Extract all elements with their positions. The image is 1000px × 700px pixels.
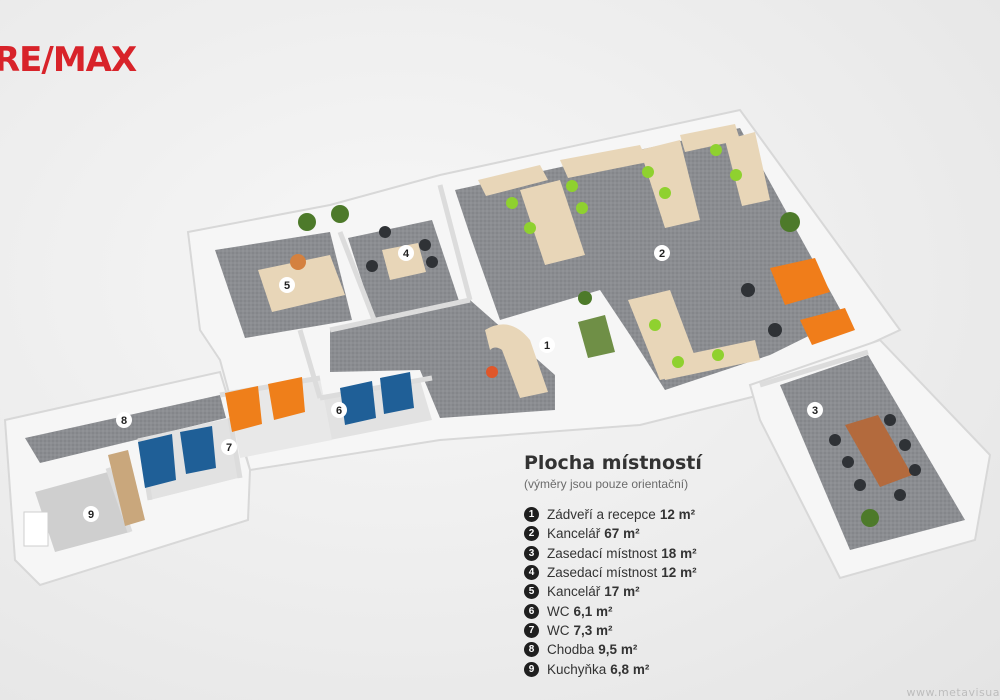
room-8-floor xyxy=(25,395,226,463)
legend-subtitle: (výměry jsou pouze orientační) xyxy=(524,477,689,491)
room-area: 9,5 m² xyxy=(598,642,638,658)
number-badge-icon: 4 xyxy=(524,565,539,581)
svg-text:2: 2 xyxy=(659,248,665,260)
room-marker-9: 9 xyxy=(83,506,99,522)
legend-item: 4 Zasedací místnost 12 m² xyxy=(524,563,824,582)
room-marker-5: 5 xyxy=(279,277,295,293)
room-area: 6,8 m² xyxy=(610,661,650,677)
room-name: Kuchyňka xyxy=(547,661,607,677)
room-name: Zasedací místnost xyxy=(547,545,658,561)
number-badge-icon: 3 xyxy=(524,545,539,561)
room-marker-3: 3 xyxy=(807,402,823,418)
room-area: 12 m² xyxy=(659,507,696,523)
number-badge-icon: 2 xyxy=(524,526,539,542)
number-badge-icon: 1 xyxy=(524,507,539,523)
room-area: 67 m² xyxy=(604,526,640,542)
svg-text:4: 4 xyxy=(403,248,410,260)
svg-text:8: 8 xyxy=(121,415,127,427)
room-area: 7,3 m² xyxy=(573,622,613,638)
room-name: Kancelář xyxy=(547,584,601,600)
furniture xyxy=(23,124,921,547)
room-name: Zasedací místnost xyxy=(547,565,658,581)
room-marker-6: 6 xyxy=(331,402,347,418)
legend-title: Plocha místností xyxy=(524,452,702,474)
svg-text:1: 1 xyxy=(544,340,550,352)
remax-logo: RE/MAX xyxy=(0,40,137,80)
room-name: WC xyxy=(547,622,570,638)
svg-text:6: 6 xyxy=(336,405,342,417)
room-name: Zádveří a recepce xyxy=(547,507,656,523)
room-area: 18 m² xyxy=(661,545,697,561)
number-badge-icon: 5 xyxy=(524,584,539,600)
room-marker-8: 8 xyxy=(116,412,132,428)
room-name: WC xyxy=(547,603,570,619)
number-badge-icon: 8 xyxy=(524,642,539,658)
room-marker-2: 2 xyxy=(654,245,670,261)
room-markers: 1 2 3 4 5 6 7 8 9 xyxy=(83,245,823,522)
room-area: 6,1 m² xyxy=(573,603,613,619)
area-legend: Plocha místností (výměry jsou pouze orie… xyxy=(524,452,824,679)
room-9-floor xyxy=(35,472,130,552)
number-badge-icon: 6 xyxy=(524,603,539,619)
watermark: www.metavisua xyxy=(906,686,1000,699)
svg-text:3: 3 xyxy=(812,405,818,417)
svg-text:7: 7 xyxy=(226,442,232,454)
interior-walls xyxy=(105,184,869,533)
svg-text:9: 9 xyxy=(88,509,94,521)
room-marker-1: 1 xyxy=(539,337,555,353)
room-area: 17 m² xyxy=(604,584,640,600)
room-marker-7: 7 xyxy=(221,439,237,455)
room-marker-4: 4 xyxy=(398,245,414,261)
number-badge-icon: 9 xyxy=(524,661,539,677)
room-name: Kancelář xyxy=(547,526,601,542)
number-badge-icon: 7 xyxy=(524,622,539,638)
svg-text:5: 5 xyxy=(284,280,290,292)
room-area: 12 m² xyxy=(661,565,697,581)
room-name: Chodba xyxy=(547,642,595,658)
